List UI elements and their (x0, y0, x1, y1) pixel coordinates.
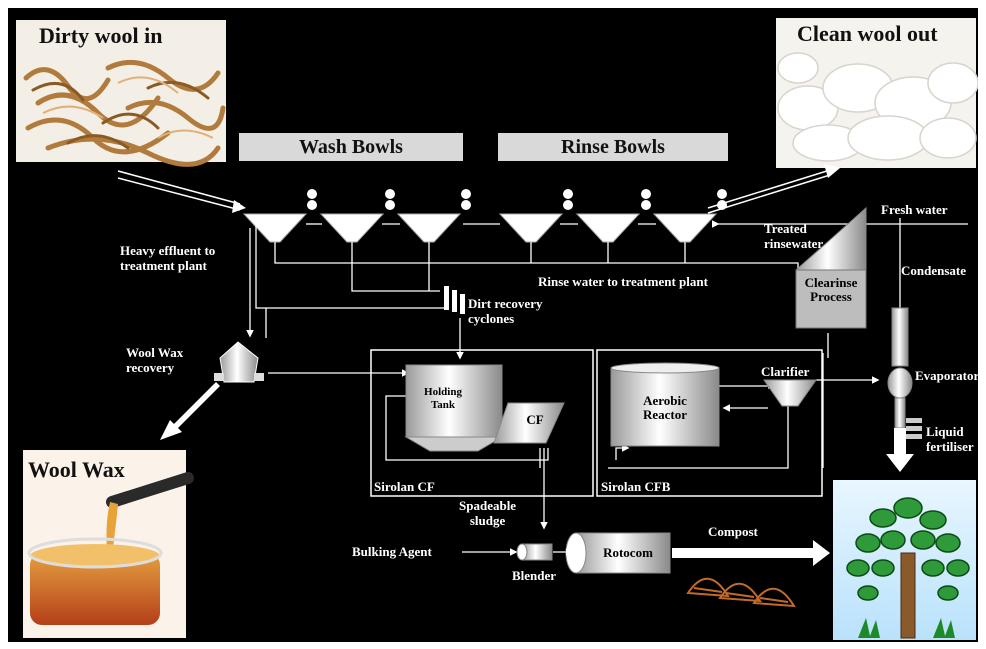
condensate-label: Condensate (901, 263, 967, 278)
compost-label: Compost (708, 524, 758, 539)
fresh-water-label: Fresh water (881, 202, 948, 217)
sirolan-cfb-label: Sirolan CFB (601, 479, 671, 494)
wool-flow-arrows (117, 169, 831, 214)
wool-wax-photo (23, 450, 194, 638)
bulking-agent-label: Bulking Agent (352, 544, 432, 559)
spadeable-sludge-label: Spadeable sludge (459, 498, 517, 528)
liquid-fertiliser-icon (906, 418, 922, 439)
sirolan-cf-frame (370, 349, 594, 497)
holding-tank-label: Holding Tank (424, 386, 462, 411)
wash-bowls (242, 213, 462, 243)
treated-rinsewater-label: Treated rinsewater (764, 221, 824, 251)
rinse-water-label: Rinse water to treatment plant (538, 274, 708, 289)
cf-label: CF (526, 412, 544, 427)
wash-bowls-bar: Wash Bowls (239, 133, 463, 161)
wool-wax-centrifuge-icon (214, 341, 264, 383)
wool-wax-recovery-label: Wool Wax recovery (126, 345, 184, 375)
tree-photo (833, 480, 976, 640)
rotocom-unit (565, 532, 671, 574)
liquid-fertiliser-label: Liquid fertiliser (926, 424, 974, 454)
heavy-effluent-label: Heavy effluent to treatment plant (120, 243, 216, 273)
clearinse-process-unit (795, 206, 867, 329)
diagram-graphics (16, 18, 978, 640)
wool-wax-label: Wool Wax (28, 457, 125, 482)
aerobic-reactor-label: Aerobic Reactor (642, 393, 688, 422)
dirt-recovery-cyclones-icon (444, 286, 465, 314)
sirolan-cf-label: Sirolan CF (374, 479, 435, 494)
evaporator-unit (887, 307, 913, 429)
blender-label: Blender (512, 568, 557, 583)
dirty-wool-label: Dirty wool in (39, 23, 163, 48)
clearinse-process-label: Clearinse Process (804, 275, 858, 304)
wax-output-arrow (160, 382, 220, 440)
squeeze-rollers (307, 189, 727, 210)
sirolan-cfb-frame (596, 349, 823, 497)
clarifier-unit (763, 379, 817, 407)
dirty-wool-photo (16, 20, 226, 167)
wool-scouring-process-diagram: Dirty wool in Clean wool out Wash Bowls … (8, 8, 978, 642)
blender-unit (516, 543, 553, 561)
rinse-bowls-bar: Rinse Bowls (498, 133, 728, 161)
dirt-recovery-label: Dirt recovery cyclones (468, 296, 543, 326)
evaporator-label: Evaporator (915, 368, 978, 383)
cf-unit (493, 402, 565, 444)
fertiliser-arrow (886, 428, 914, 472)
clarifier-label: Clarifier (761, 364, 810, 379)
clean-wool-label: Clean wool out (797, 21, 938, 46)
holding-tank (404, 364, 504, 452)
compost-arrow (672, 540, 830, 566)
compost-piles-icon (686, 577, 796, 608)
aerobic-reactor (610, 362, 720, 447)
clean-wool-photo (776, 18, 978, 168)
rinse-bowls (498, 213, 718, 243)
rotocom-label: Rotocom (603, 545, 653, 560)
